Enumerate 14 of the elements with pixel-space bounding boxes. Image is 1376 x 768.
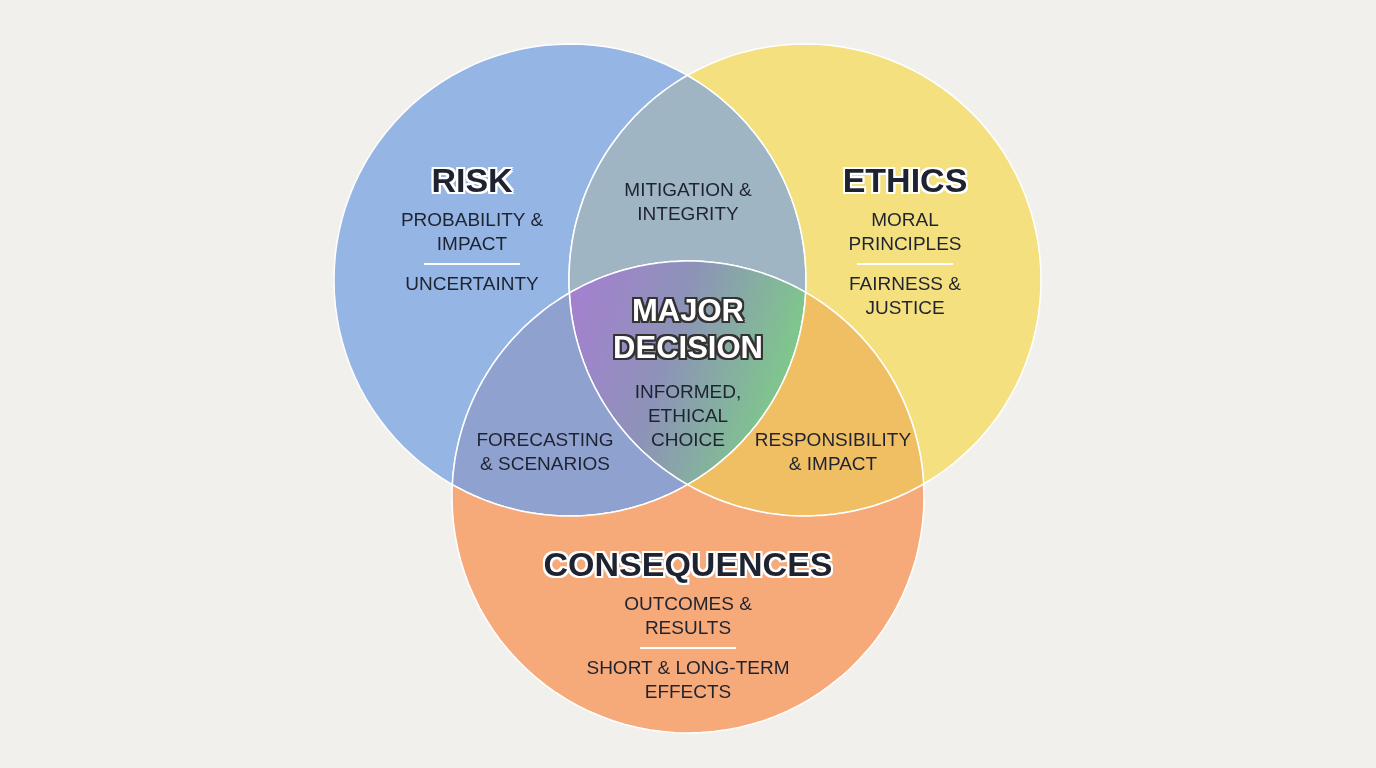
center-heading: MAJOR DECISION	[612, 292, 764, 366]
region-text: MORAL PRINCIPLES	[847, 208, 963, 256]
region-text: INFORMED, ETHICAL CHOICE	[633, 380, 743, 452]
region-text: SHORT & LONG-TERM EFFECTS	[585, 656, 791, 704]
circle-heading: ETHICS	[842, 160, 968, 200]
region-text: FAIRNESS & JUSTICE	[848, 272, 962, 320]
circle-heading: RISK	[431, 160, 513, 200]
region-text: FORECASTING & SCENARIOS	[475, 428, 615, 476]
region-text: RESPONSIBILITY & IMPACT	[753, 428, 913, 476]
region-text: PROBABILITY & IMPACT	[399, 208, 545, 256]
region-text: MITIGATION & INTEGRITY	[623, 178, 753, 226]
region-text: UNCERTAINTY	[405, 272, 539, 296]
region-text: OUTCOMES & RESULTS	[623, 592, 753, 640]
circle-heading: CONSEQUENCES	[543, 544, 833, 584]
